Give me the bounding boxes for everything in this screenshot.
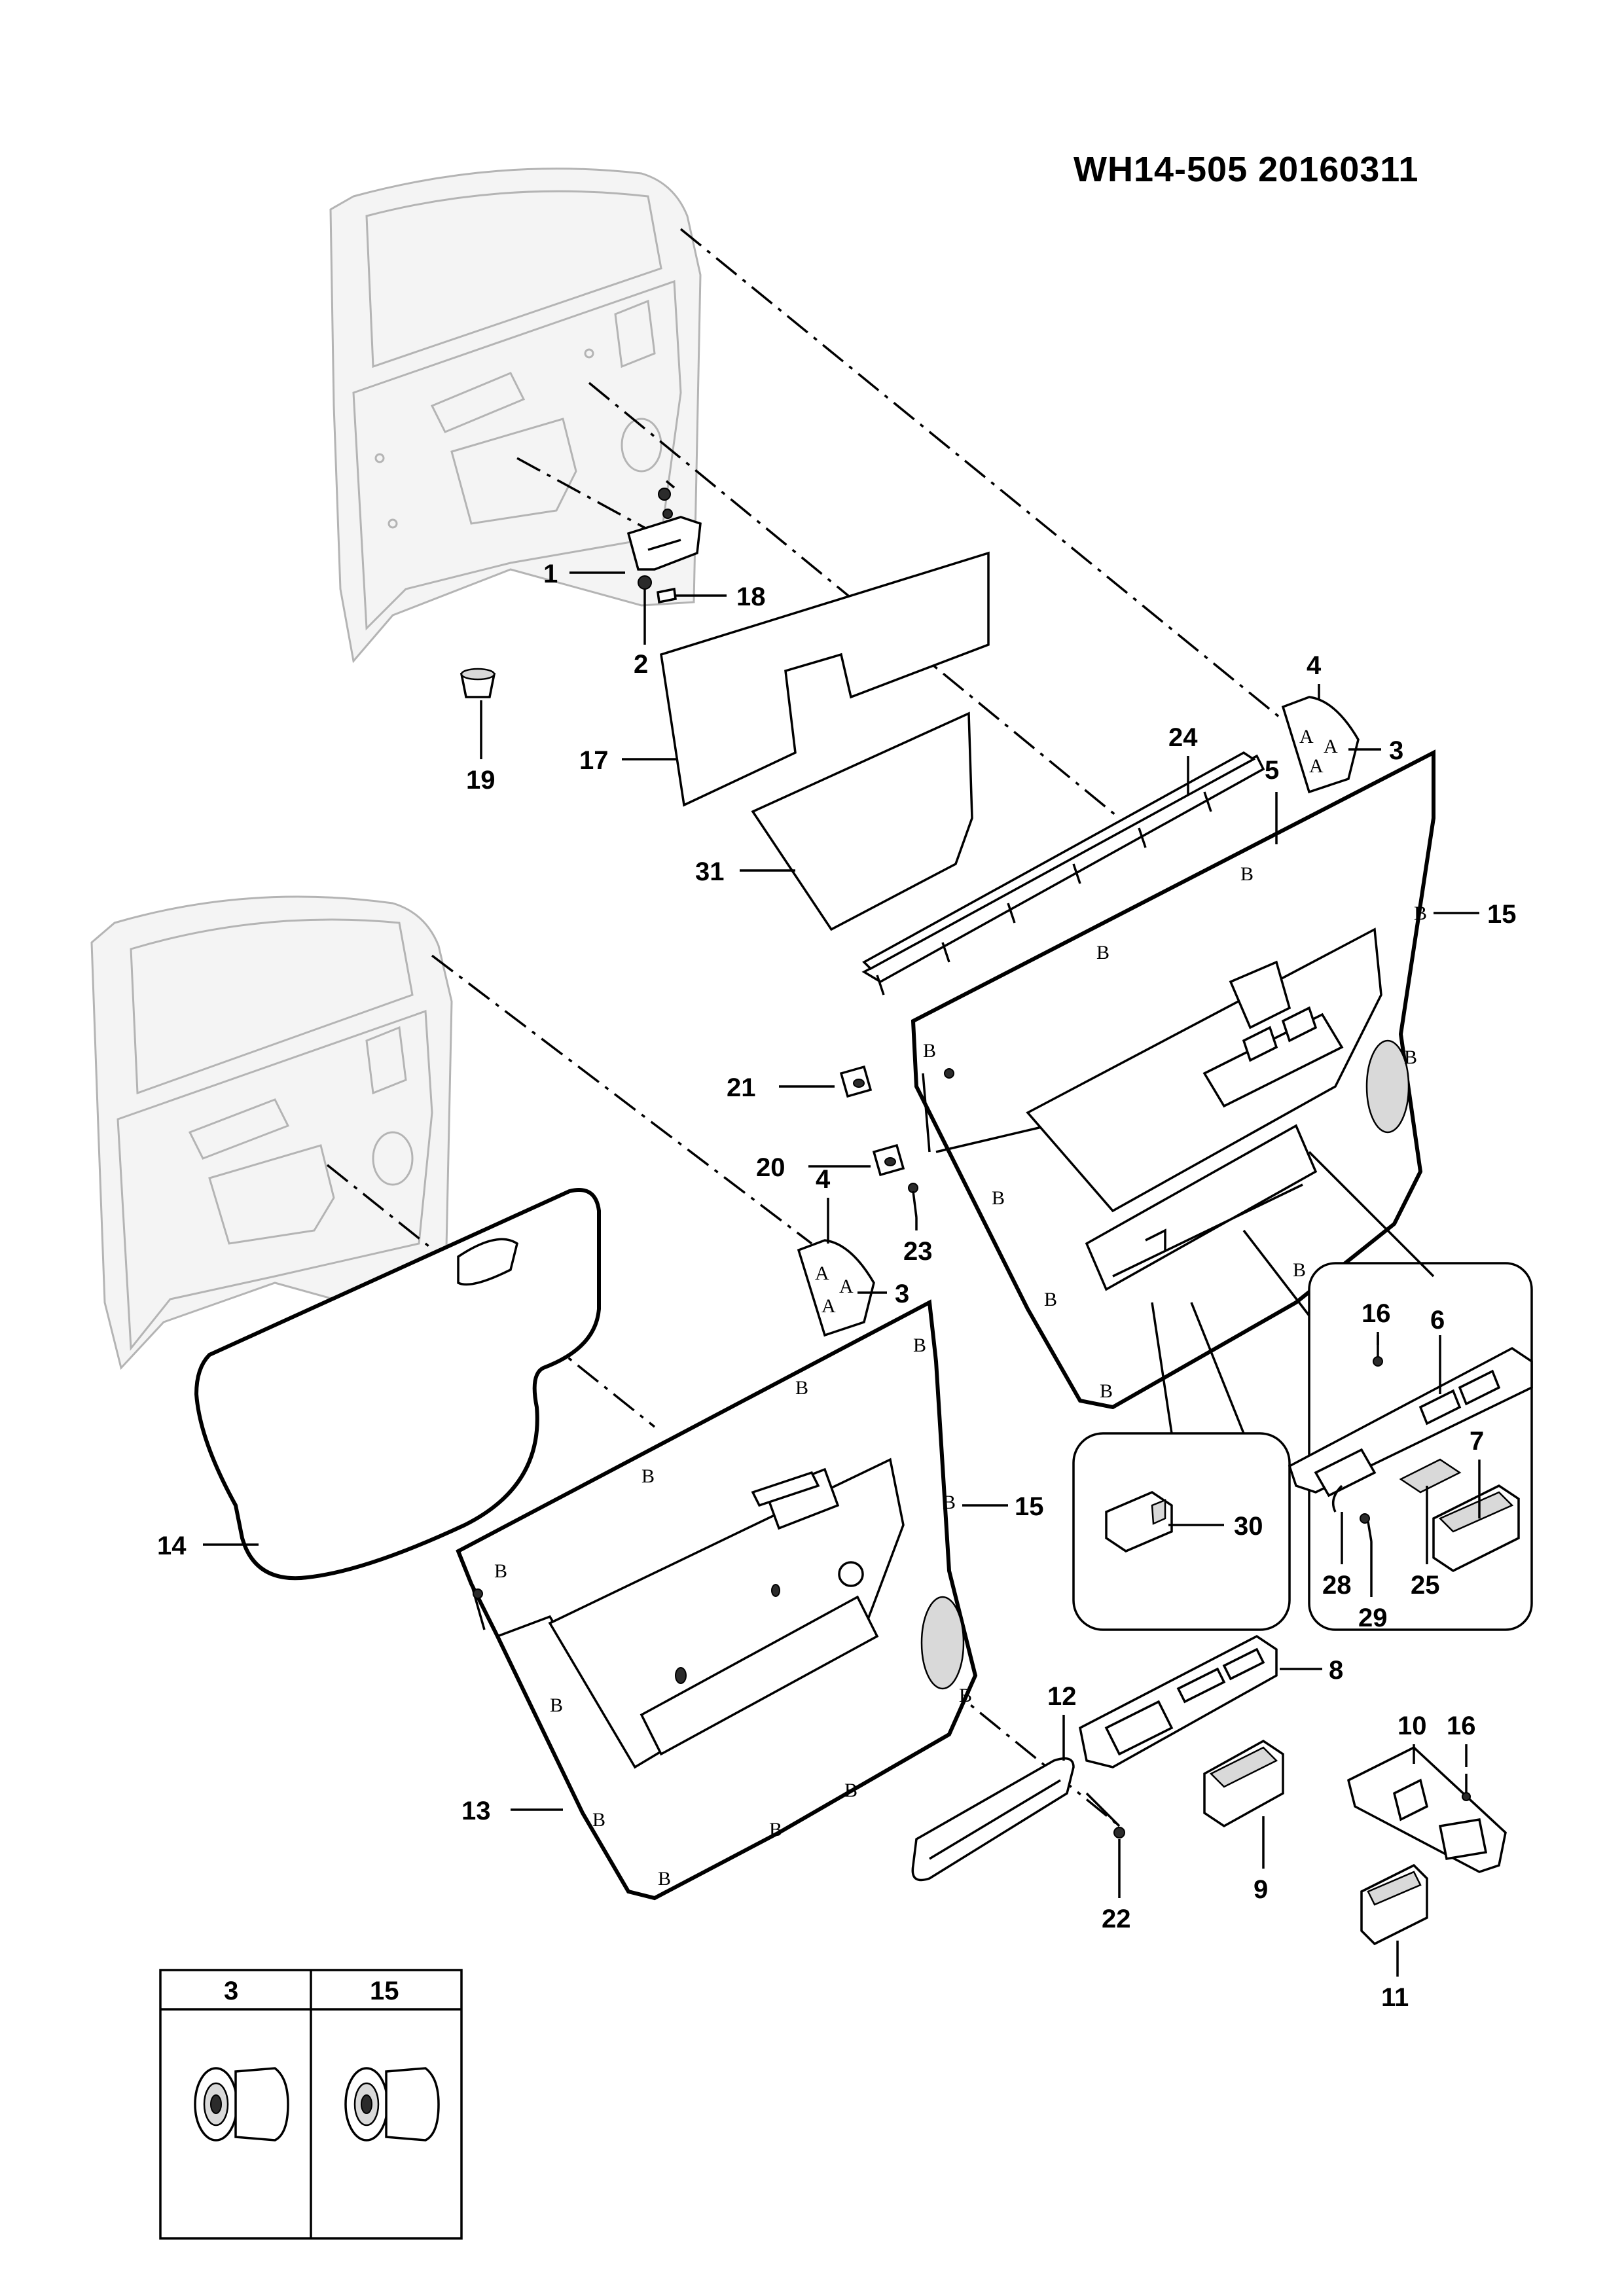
callout-15-lower: 15: [1015, 1492, 1044, 1521]
lower-door-shell: [90, 895, 453, 1371]
marker-b: B: [1240, 863, 1254, 885]
callout-15-upper: 15: [1487, 900, 1517, 929]
marker-b: B: [1293, 1259, 1306, 1281]
callout-25: 25: [1411, 1571, 1440, 1600]
part-16-screw-lower: [1462, 1774, 1471, 1801]
part-22-screw: [1085, 1792, 1125, 1839]
callout-13: 13: [461, 1797, 491, 1825]
part-17-sheet: [660, 551, 990, 807]
part-4-clip-bracket-upper: [1281, 696, 1360, 794]
callout-18: 18: [736, 583, 766, 611]
marker-b: B: [658, 1868, 671, 1890]
callout-16-lower: 16: [1447, 1712, 1476, 1740]
marker-b: B: [943, 1492, 956, 1513]
callout-28: 28: [1322, 1571, 1352, 1600]
marker-b: B: [959, 1685, 972, 1706]
marker-b: B: [844, 1780, 857, 1801]
callout-9: 9: [1254, 1875, 1268, 1904]
callout-4-lower: 4: [816, 1165, 831, 1194]
part-21-nut: [839, 1065, 873, 1098]
marker-b: B: [913, 1335, 926, 1356]
marker-a: A: [839, 1276, 854, 1297]
part-4-clip-bracket-lower: [797, 1239, 875, 1337]
part-31-pad: [751, 711, 973, 931]
callout-22: 22: [1102, 1905, 1131, 1933]
callout-16-upper: 16: [1362, 1299, 1391, 1328]
marker-b: B: [1044, 1289, 1057, 1310]
marker-b: B: [1404, 1047, 1417, 1068]
legend-table: [159, 1969, 463, 2240]
callout-19: 19: [466, 766, 496, 795]
callout-3-lower: 3: [895, 1280, 909, 1308]
marker-a: A: [821, 1295, 836, 1317]
callout-31: 31: [695, 857, 725, 886]
marker-b: B: [641, 1465, 655, 1487]
marker-a: A: [1324, 736, 1338, 757]
part-14-insulator-pad: [194, 1188, 601, 1581]
leader-lines: [203, 571, 1481, 1977]
document-code: WH14-505 20160311: [1074, 150, 1419, 189]
marker-b: B: [992, 1187, 1005, 1209]
marker-a: A: [815, 1263, 829, 1284]
part-23-screw: [908, 1183, 918, 1218]
bracket-assembly: [626, 480, 702, 604]
marker-b: B: [494, 1560, 507, 1582]
callout-17: 17: [579, 746, 609, 775]
callout-4-upper: 4: [1307, 651, 1322, 680]
marker-b: B: [550, 1695, 563, 1716]
part-8-switch-bezel: [1079, 1634, 1278, 1768]
marker-b: B: [923, 1040, 936, 1062]
callout-6: 6: [1430, 1306, 1445, 1335]
legend-clip-3: [194, 2067, 289, 2142]
callout-7: 7: [1470, 1427, 1484, 1456]
legend-header-15: 15: [370, 1977, 399, 2005]
marker-b: B: [795, 1377, 808, 1399]
upper-door-shell: [329, 168, 702, 664]
clip-markers: A A A A A A B B B B B B B B B B B B B B …: [494, 726, 1427, 1890]
part-24-belt-molding: [861, 751, 1265, 996]
callout-30: 30: [1234, 1512, 1263, 1541]
callout-21: 21: [727, 1073, 756, 1102]
part-19-push-pin: [460, 668, 496, 698]
callout-8: 8: [1329, 1656, 1343, 1685]
callout-1: 1: [543, 560, 558, 588]
callout-29: 29: [1358, 1604, 1388, 1632]
marker-b: B: [1100, 1380, 1113, 1402]
callout-2: 2: [634, 650, 648, 679]
marker-b: B: [769, 1819, 782, 1840]
callout-10: 10: [1398, 1712, 1427, 1740]
callout-3-upper: 3: [1389, 736, 1403, 765]
marker-b: B: [1096, 942, 1110, 963]
part-12-armrest: [911, 1757, 1075, 1882]
callout-12: 12: [1047, 1682, 1077, 1711]
legend-header-3: 3: [224, 1977, 238, 2005]
part-5-upper-trim-panel: [911, 749, 1435, 1410]
part-11-switch: [1360, 1863, 1428, 1946]
part-9-switch: [1203, 1739, 1284, 1828]
callout-20: 20: [756, 1153, 785, 1182]
marker-b: B: [592, 1809, 605, 1831]
callout-numbers: 1 2 18 19 17 31 24 5 4 3 15 21 20 23 4 3…: [157, 560, 1517, 2012]
marker-a: A: [1309, 755, 1324, 777]
marker-b: B: [1414, 903, 1427, 924]
callout-11: 11: [1381, 1983, 1409, 2012]
marker-a: A: [1299, 726, 1314, 747]
callout-14: 14: [157, 1532, 187, 1560]
callout-23: 23: [903, 1237, 933, 1266]
legend-clip-15: [344, 2067, 440, 2142]
part-13-lower-trim-panel: [456, 1299, 978, 1901]
detail-box-30: [1072, 1302, 1291, 1631]
callout-24: 24: [1168, 723, 1198, 752]
part-20-nut: [872, 1143, 905, 1177]
part-10-switch-bezel: [1346, 1746, 1507, 1873]
callout-5: 5: [1265, 756, 1279, 785]
